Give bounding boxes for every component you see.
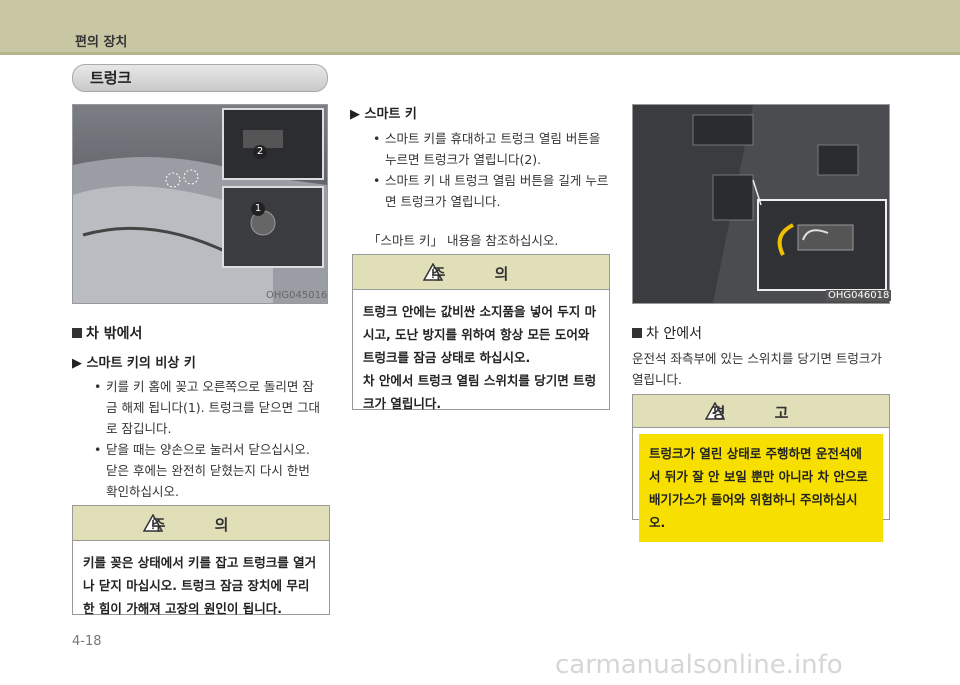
right-heading: 차 안에서 <box>632 323 702 343</box>
interior-switch-photo <box>632 104 890 304</box>
caution-body: 트렁크 안에는 값비싼 소지품을 넣어 두지 마시고, 도난 방지를 위하여 항… <box>353 290 609 425</box>
watermark: carmanualsonline.info <box>555 650 843 680</box>
warning-header: 경 고 <box>633 395 889 428</box>
caution-title: 주 의 <box>431 265 531 283</box>
triangle-arrow-icon: ▶ <box>350 107 365 122</box>
square-bullet-icon <box>72 328 82 338</box>
trunk-exterior-photo: 2 1 <box>72 104 328 304</box>
right-paragraph: 운전석 좌측부에 있는 스위치를 당기면 트렁크가 열립니다. <box>632 351 882 387</box>
caution-header: 주 의 <box>353 255 609 290</box>
left-subheading: ▶ 스마트 키의 비상 키 <box>72 356 196 371</box>
middle-subheading: ▶ 스마트 키 <box>350 107 417 122</box>
caution-title: 주 의 <box>151 516 251 534</box>
warning-triangle-icon <box>423 263 443 281</box>
left-caution-box: 주 의 키를 꽂은 상태에서 키를 잡고 트렁크를 열거나 닫지 마십시오. 트… <box>72 505 330 616</box>
middle-bullet-2: •스마트 키 내 트렁크 열림 버튼을 길게 누르면 트렁크가 열립니다. <box>373 173 609 209</box>
badge-2: 2 <box>253 145 267 159</box>
left-heading: 차 밖에서 <box>72 323 142 343</box>
triangle-arrow-icon: ▶ <box>72 356 87 371</box>
car-rear-illustration <box>73 105 327 303</box>
middle-bullet-1: •스마트 키를 휴대하고 트렁크 열림 버튼을 누르면 트렁크가 열립니다(2)… <box>373 131 601 167</box>
warning-title: 경 고 <box>711 404 811 422</box>
right-photo-code: OHG046018 <box>826 290 892 301</box>
warning-body: 트렁크가 열린 상태로 주행하면 운전석에서 뒤가 잘 안 보일 뿐만 아니라 … <box>639 434 883 542</box>
left-bullet-2: •닫을 때는 양손으로 눌러서 닫으십시오. 닫은 후에는 완전히 닫혔는지 다… <box>94 442 310 499</box>
warning-triangle-icon <box>143 514 163 532</box>
middle-caution-box: 주 의 트렁크 안에는 값비싼 소지품을 넣어 두지 마시고, 도난 방지를 위… <box>352 254 610 411</box>
section-tab <box>72 64 328 92</box>
header-divider <box>0 52 960 55</box>
page-number: 4-18 <box>72 634 102 649</box>
caution-body-1: 트렁크 안에는 값비싼 소지품을 넣어 두지 마시고, 도난 방지를 위하여 항… <box>363 304 597 365</box>
caution-header: 주 의 <box>73 506 329 541</box>
warning-box: 경 고 트렁크가 열린 상태로 주행하면 운전석에서 뒤가 잘 안 보일 뿐만 … <box>632 394 890 542</box>
middle-reference: 「스마트 키」 내용을 참조하십시오. <box>368 233 559 248</box>
left-bullet-1: •키를 키 홈에 꽂고 오른쪽으로 돌리면 잠금 해제 됩니다(1). 트렁크를… <box>94 379 321 436</box>
section-title: 트렁크 <box>90 69 132 87</box>
header-bar <box>0 0 960 52</box>
warning-triangle-icon <box>705 402 725 420</box>
caution-body: 키를 꽂은 상태에서 키를 잡고 트렁크를 열거나 닫지 마십시오. 트렁크 잠… <box>83 555 317 616</box>
chapter-title: 편의 장치 <box>75 35 128 50</box>
square-bullet-icon <box>632 328 642 338</box>
driver-door-illustration <box>633 105 889 303</box>
left-photo-code: OHG045016 <box>266 290 328 301</box>
caution-body-2: 차 안에서 트렁크 열림 스위치를 당기면 트렁크가 열립니다. <box>363 373 597 411</box>
badge-1: 1 <box>251 202 265 216</box>
